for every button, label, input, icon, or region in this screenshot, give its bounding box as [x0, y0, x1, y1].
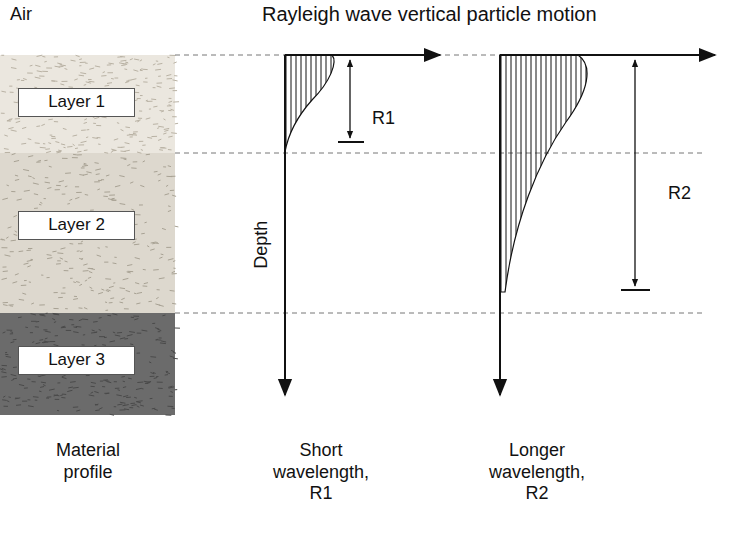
particle-motion-curve: [285, 55, 334, 152]
layer-label: Layer 2: [48, 215, 105, 235]
diagram-heading: Rayleigh wave vertical particle motion: [262, 2, 597, 26]
layer-label-box: Layer 1: [18, 88, 135, 117]
particle-motion-curve: [500, 55, 587, 292]
axis: [285, 55, 715, 395]
layer-label: Layer 3: [48, 350, 105, 370]
column-caption: Longer wavelength, R2: [480, 440, 595, 505]
layer-label-box: Layer 2: [18, 211, 135, 240]
layer-3-ground: [0, 313, 175, 415]
column-caption: Material profile: [33, 440, 143, 483]
wavelength-symbol: R2: [668, 183, 691, 205]
texture: [0, 55, 180, 415]
wavelength-symbol: R1: [372, 108, 395, 130]
column-caption: Short wavelength, R1: [264, 440, 379, 505]
layer-2-ground: [0, 153, 175, 313]
medium-label: Air: [10, 4, 32, 26]
layer-boundary: [175, 55, 705, 313]
layer-label-box: Layer 3: [18, 346, 135, 375]
layer-label: Layer 1: [48, 92, 105, 112]
depth-arrow: [338, 60, 650, 290]
layer-1-ground: [0, 55, 175, 153]
axis-label: Depth: [251, 221, 273, 269]
